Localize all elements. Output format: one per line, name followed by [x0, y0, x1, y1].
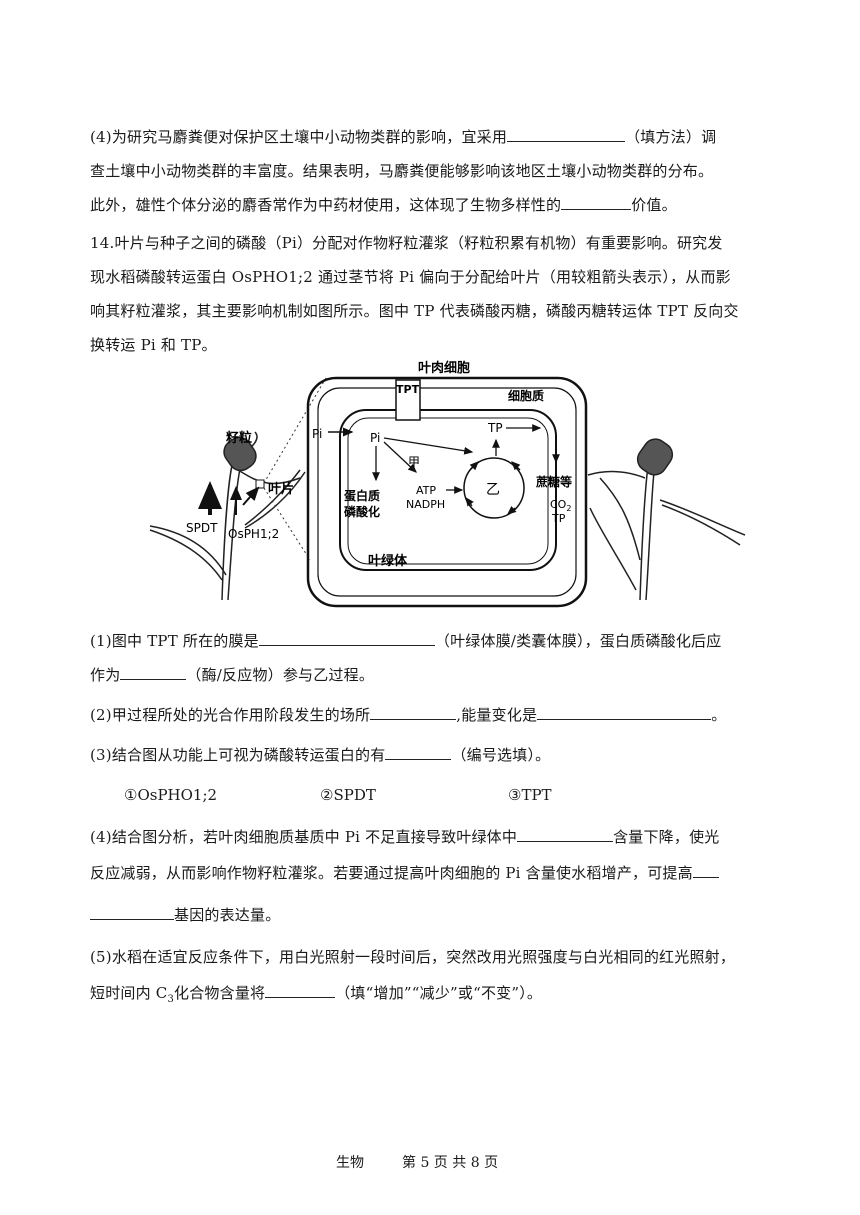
tpt-label: TPT — [396, 383, 420, 396]
footer-subject: 生物 — [336, 1155, 364, 1171]
yi-label: 乙 — [486, 482, 500, 498]
spdt-label: SPDT — [186, 521, 218, 535]
mesophyll-cell — [306, 376, 588, 608]
cytoplasm-label: 细胞质 — [508, 388, 544, 403]
right-plant — [587, 438, 746, 601]
q13-4-line2: 查土壤中小动物类群的丰富度。结果表明，马麝粪便能够影响该地区土壤小动物类群的分布… — [90, 162, 714, 180]
answer-blank[interactable] — [385, 745, 452, 760]
answer-blank[interactable] — [517, 827, 614, 842]
option-1: ①OsPHO1;2 — [124, 786, 218, 804]
protein-label-1: 蛋白质 — [344, 488, 380, 503]
answer-blank[interactable] — [265, 983, 336, 998]
q14-intro-line2: 现水稻磷酸转运蛋白 OsPHO1;2 通过茎节将 Pi 偏向于分配给叶片（用较粗… — [90, 268, 731, 286]
jia-label: 甲 — [408, 455, 420, 469]
leaf-box — [255, 479, 265, 489]
answer-blank[interactable] — [537, 705, 712, 720]
q14-3-line: (3)结合图从功能上可视为磷酸转运蛋白的有（编号选填）。 — [90, 745, 551, 764]
tp-label: TP — [487, 421, 503, 435]
cell-label: 叶肉细胞 — [418, 360, 470, 376]
protein-label-2: 磷酸化 — [344, 504, 380, 519]
q14-1-line2: 作为（酶/反应物）参与乙过程。 — [90, 665, 375, 684]
answer-blank[interactable] — [561, 195, 632, 210]
tp2-label: TP — [551, 512, 566, 525]
option-2: ②SPDT — [320, 786, 376, 804]
tpt-channel — [395, 379, 421, 421]
answer-blank[interactable] — [120, 665, 187, 680]
answer-blank[interactable] — [692, 863, 719, 878]
sucrose-label: 蔗糖等 — [535, 474, 572, 489]
pi-in-label: Pi — [370, 431, 380, 445]
q14-4-line1: (4)结合图分析，若叶肉细胞质基质中 Pi 不足直接导致叶绿体中含量下降，使光 — [90, 827, 720, 846]
leaf-label: 叶片 — [268, 481, 294, 497]
answer-blank[interactable] — [507, 127, 626, 142]
q14-4-line2: 反应减弱，从而影响作物籽粒灌浆。若要通过提高叶肉细胞的 Pi 含量使水稻增产，可… — [90, 862, 719, 883]
chloroplast — [339, 409, 557, 571]
left-plant — [149, 431, 306, 601]
q14-5-line2: 短时间内 C3化合物含量将（填“增加”“减少”或“不变”）。 — [90, 983, 543, 1005]
grain-label: 籽粒 — [226, 430, 252, 446]
pi-out-label: Pi — [312, 427, 322, 441]
option-3: ③TPT — [508, 786, 552, 804]
nadph-label: NADPH — [406, 498, 445, 511]
q14-intro-line4: 换转运 Pi 和 TP。 — [90, 336, 217, 354]
footer-page: 第 5 页 共 8 页 — [402, 1155, 499, 1171]
q14-1-line1: (1)图中 TPT 所在的膜是（叶绿体膜/类囊体膜），蛋白质磷酸化后应 — [90, 631, 722, 650]
answer-blank-cont[interactable] — [90, 905, 174, 920]
q14-5-line1: (5)水稻在适宜反应条件下，用白光照射一段时间后，突然改用光照强度与白光相同的红… — [90, 948, 736, 966]
q14-2-line: (2)甲过程所处的光合作用阶段发生的场所,能量变化是。 — [90, 705, 727, 724]
q14-intro-line3: 响其籽粒灌浆，其主要影响机制如图所示。图中 TP 代表磷酸丙糖，磷酸丙糖转运体 … — [90, 302, 739, 320]
chloroplast-label: 叶绿体 — [368, 553, 408, 569]
answer-blank[interactable] — [370, 705, 457, 720]
osph-label: OsPH1;2 — [228, 527, 279, 541]
co2-label: CO2 — [550, 498, 571, 513]
q14-intro-line1: 14.叶片与种子之间的磷酸（Pi）分配对作物籽粒灌浆（籽粒积累有机物）有重要影响… — [90, 234, 723, 252]
mechanism-diagram: 籽粒 叶片 SPDT OsPH1;2 叶肉细胞 细胞质 叶绿体 TPT Pi P… — [149, 360, 746, 608]
q13-4-line3: 此外，雄性个体分泌的麝香常作为中药材使用，这体现了生物多样性的价值。 — [90, 195, 677, 214]
atp-label: ATP — [416, 484, 436, 497]
q14-4-line3: 基因的表达量。 — [90, 904, 280, 925]
q13-4-line1: (4)为研究马麝粪便对保护区土壤中小动物类群的影响，宜采用（填方法）调 — [90, 127, 717, 146]
answer-blank[interactable] — [258, 631, 435, 646]
cycle-yi — [463, 457, 525, 519]
